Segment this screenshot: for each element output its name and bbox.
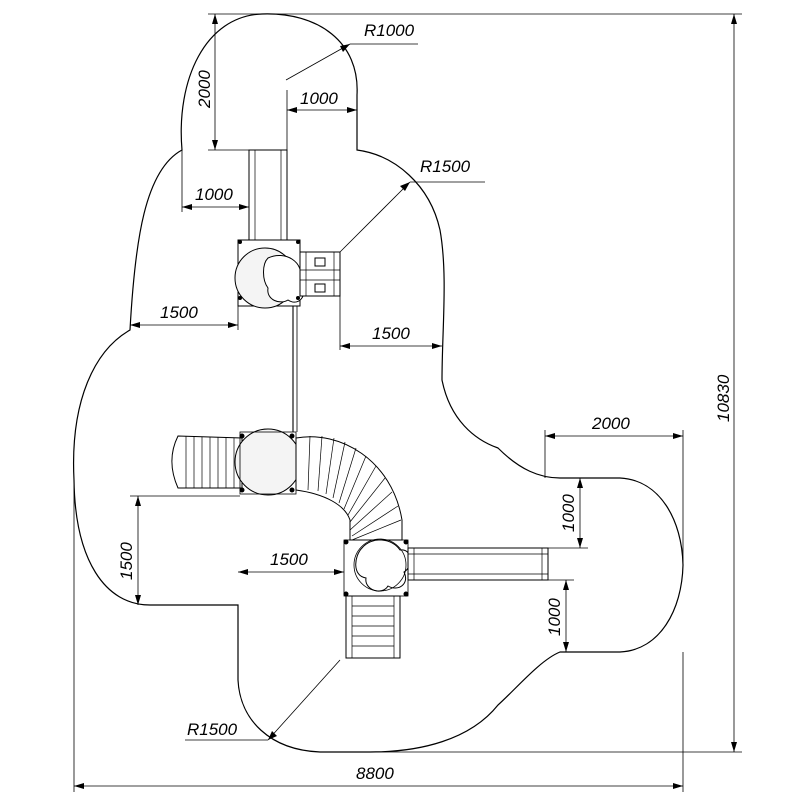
label-left-mid-offset: 1500 <box>160 303 198 322</box>
label-total-width: 8800 <box>356 764 394 783</box>
upper-climbing-panel <box>263 255 305 303</box>
middle-platform-dome <box>234 428 302 496</box>
label-center-offset: 1500 <box>270 550 308 569</box>
middle-tower <box>171 428 403 541</box>
label-r-top: R1000 <box>364 21 415 40</box>
label-right-lobe-width: 2000 <box>591 414 630 433</box>
right-straight-slide <box>407 547 549 581</box>
lower-tower <box>343 538 549 659</box>
lower-stair-chute <box>345 595 401 659</box>
label-right-upper-gap: 1000 <box>559 494 578 532</box>
label-top-height: 2000 <box>195 70 214 109</box>
label-total-height: 10830 <box>714 374 733 422</box>
dimension-arrows <box>74 14 737 789</box>
curved-tunnel-slide <box>295 436 403 541</box>
label-right-mid-offset: 1500 <box>372 324 410 343</box>
lower-platform-dome <box>353 538 407 592</box>
label-right-lower-gap: 1000 <box>545 598 564 636</box>
label-left-lower-height: 1500 <box>117 542 136 580</box>
label-top-width: 1000 <box>300 89 338 108</box>
label-r-right-upper: R1500 <box>420 157 471 176</box>
lower-climbing-panel <box>355 539 411 592</box>
label-upper-left-offset: 1000 <box>195 185 233 204</box>
dimension-lines <box>73 13 742 792</box>
label-r-bottom: R1500 <box>187 720 238 739</box>
upper-tower <box>234 149 341 309</box>
left-fan-climber <box>171 435 243 489</box>
